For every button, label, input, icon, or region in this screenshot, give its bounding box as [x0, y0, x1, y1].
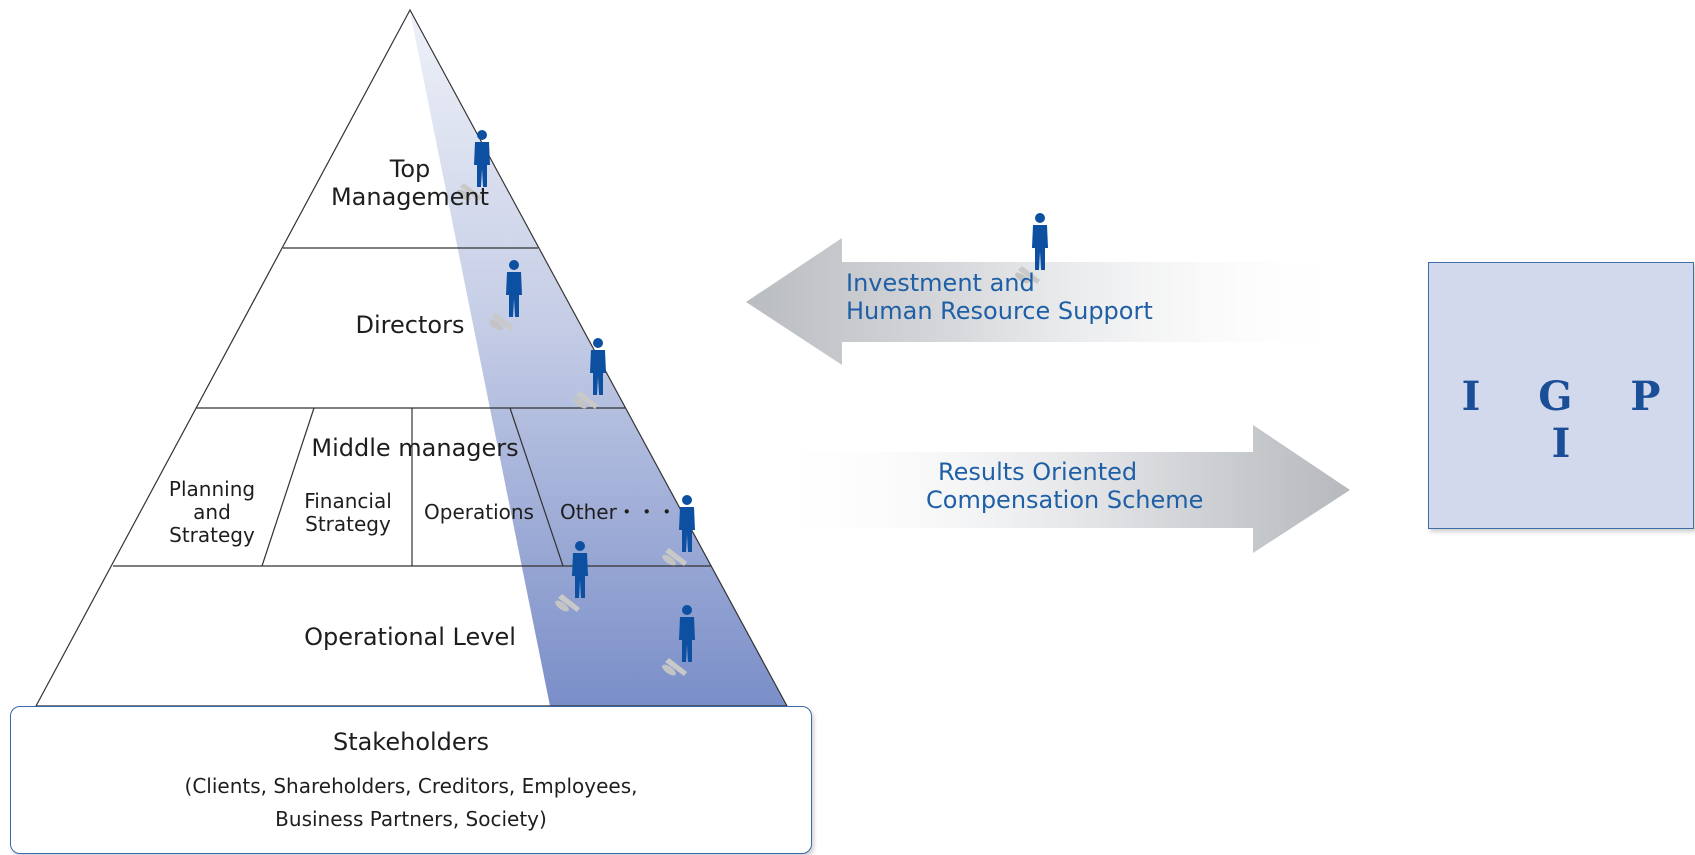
- stakeholders-line-2: Business Partners, Society): [275, 807, 547, 831]
- compensation-arrow: [760, 425, 1350, 553]
- stakeholders-line-1: (Clients, Shareholders, Creditors, Emplo…: [184, 774, 638, 798]
- financial-strategy-label: Financial Strategy: [304, 489, 392, 536]
- support-arrow-label: Investment and Human Resource Support: [846, 269, 1153, 325]
- middle-divider-1: [261, 407, 315, 567]
- igpi-box: I G P I: [1428, 262, 1694, 529]
- planning-strategy-label: Planning and Strategy: [168, 477, 256, 547]
- middle-divider-3: [509, 407, 564, 567]
- support-arrow: [746, 238, 1360, 365]
- other-label: Other・・・: [560, 500, 677, 524]
- igpi-label: I G P I: [1461, 373, 1683, 467]
- top-management-label: Top Management: [330, 155, 490, 211]
- stakeholders-box: Stakeholders (Clients, Shareholders, Cre…: [10, 706, 812, 854]
- operational-level-label: Operational Level: [304, 623, 516, 651]
- middle-managers-label: Middle managers: [311, 434, 519, 462]
- directors-label: Directors: [355, 311, 465, 339]
- operations-label: Operations: [424, 500, 534, 524]
- stakeholders-title: Stakeholders: [332, 728, 490, 756]
- compensation-arrow-label: Results Oriented Compensation Scheme: [926, 458, 1204, 514]
